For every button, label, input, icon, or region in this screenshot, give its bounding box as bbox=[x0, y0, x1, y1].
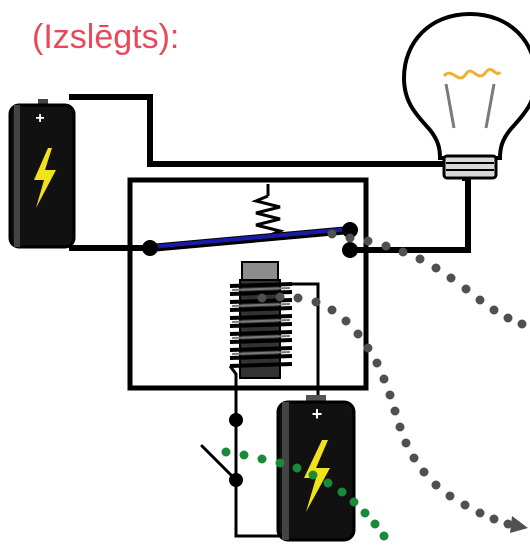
switch-contact-top bbox=[229, 413, 243, 427]
upper-contact bbox=[342, 222, 358, 238]
lower-contact bbox=[342, 242, 358, 258]
battery-bottom-plus: + bbox=[312, 404, 323, 424]
dotted-path-green bbox=[221, 447, 389, 541]
battery-top-plus: + bbox=[35, 110, 44, 127]
battery-bottom: + bbox=[276, 395, 356, 542]
battery-top: + bbox=[8, 99, 76, 249]
title-line-2: (Izslēgts): bbox=[32, 18, 180, 56]
spring-icon bbox=[251, 184, 285, 238]
electromagnet-coil-icon bbox=[228, 261, 320, 420]
lightbulb-icon bbox=[401, 11, 530, 180]
pivot-contact bbox=[142, 240, 158, 256]
dotted-arrow-upper bbox=[327, 229, 527, 329]
relay-box bbox=[127, 177, 369, 391]
switch-lever bbox=[200, 444, 238, 482]
lightning-icon bbox=[34, 148, 56, 208]
dotted-arrow-lower bbox=[257, 292, 528, 533]
